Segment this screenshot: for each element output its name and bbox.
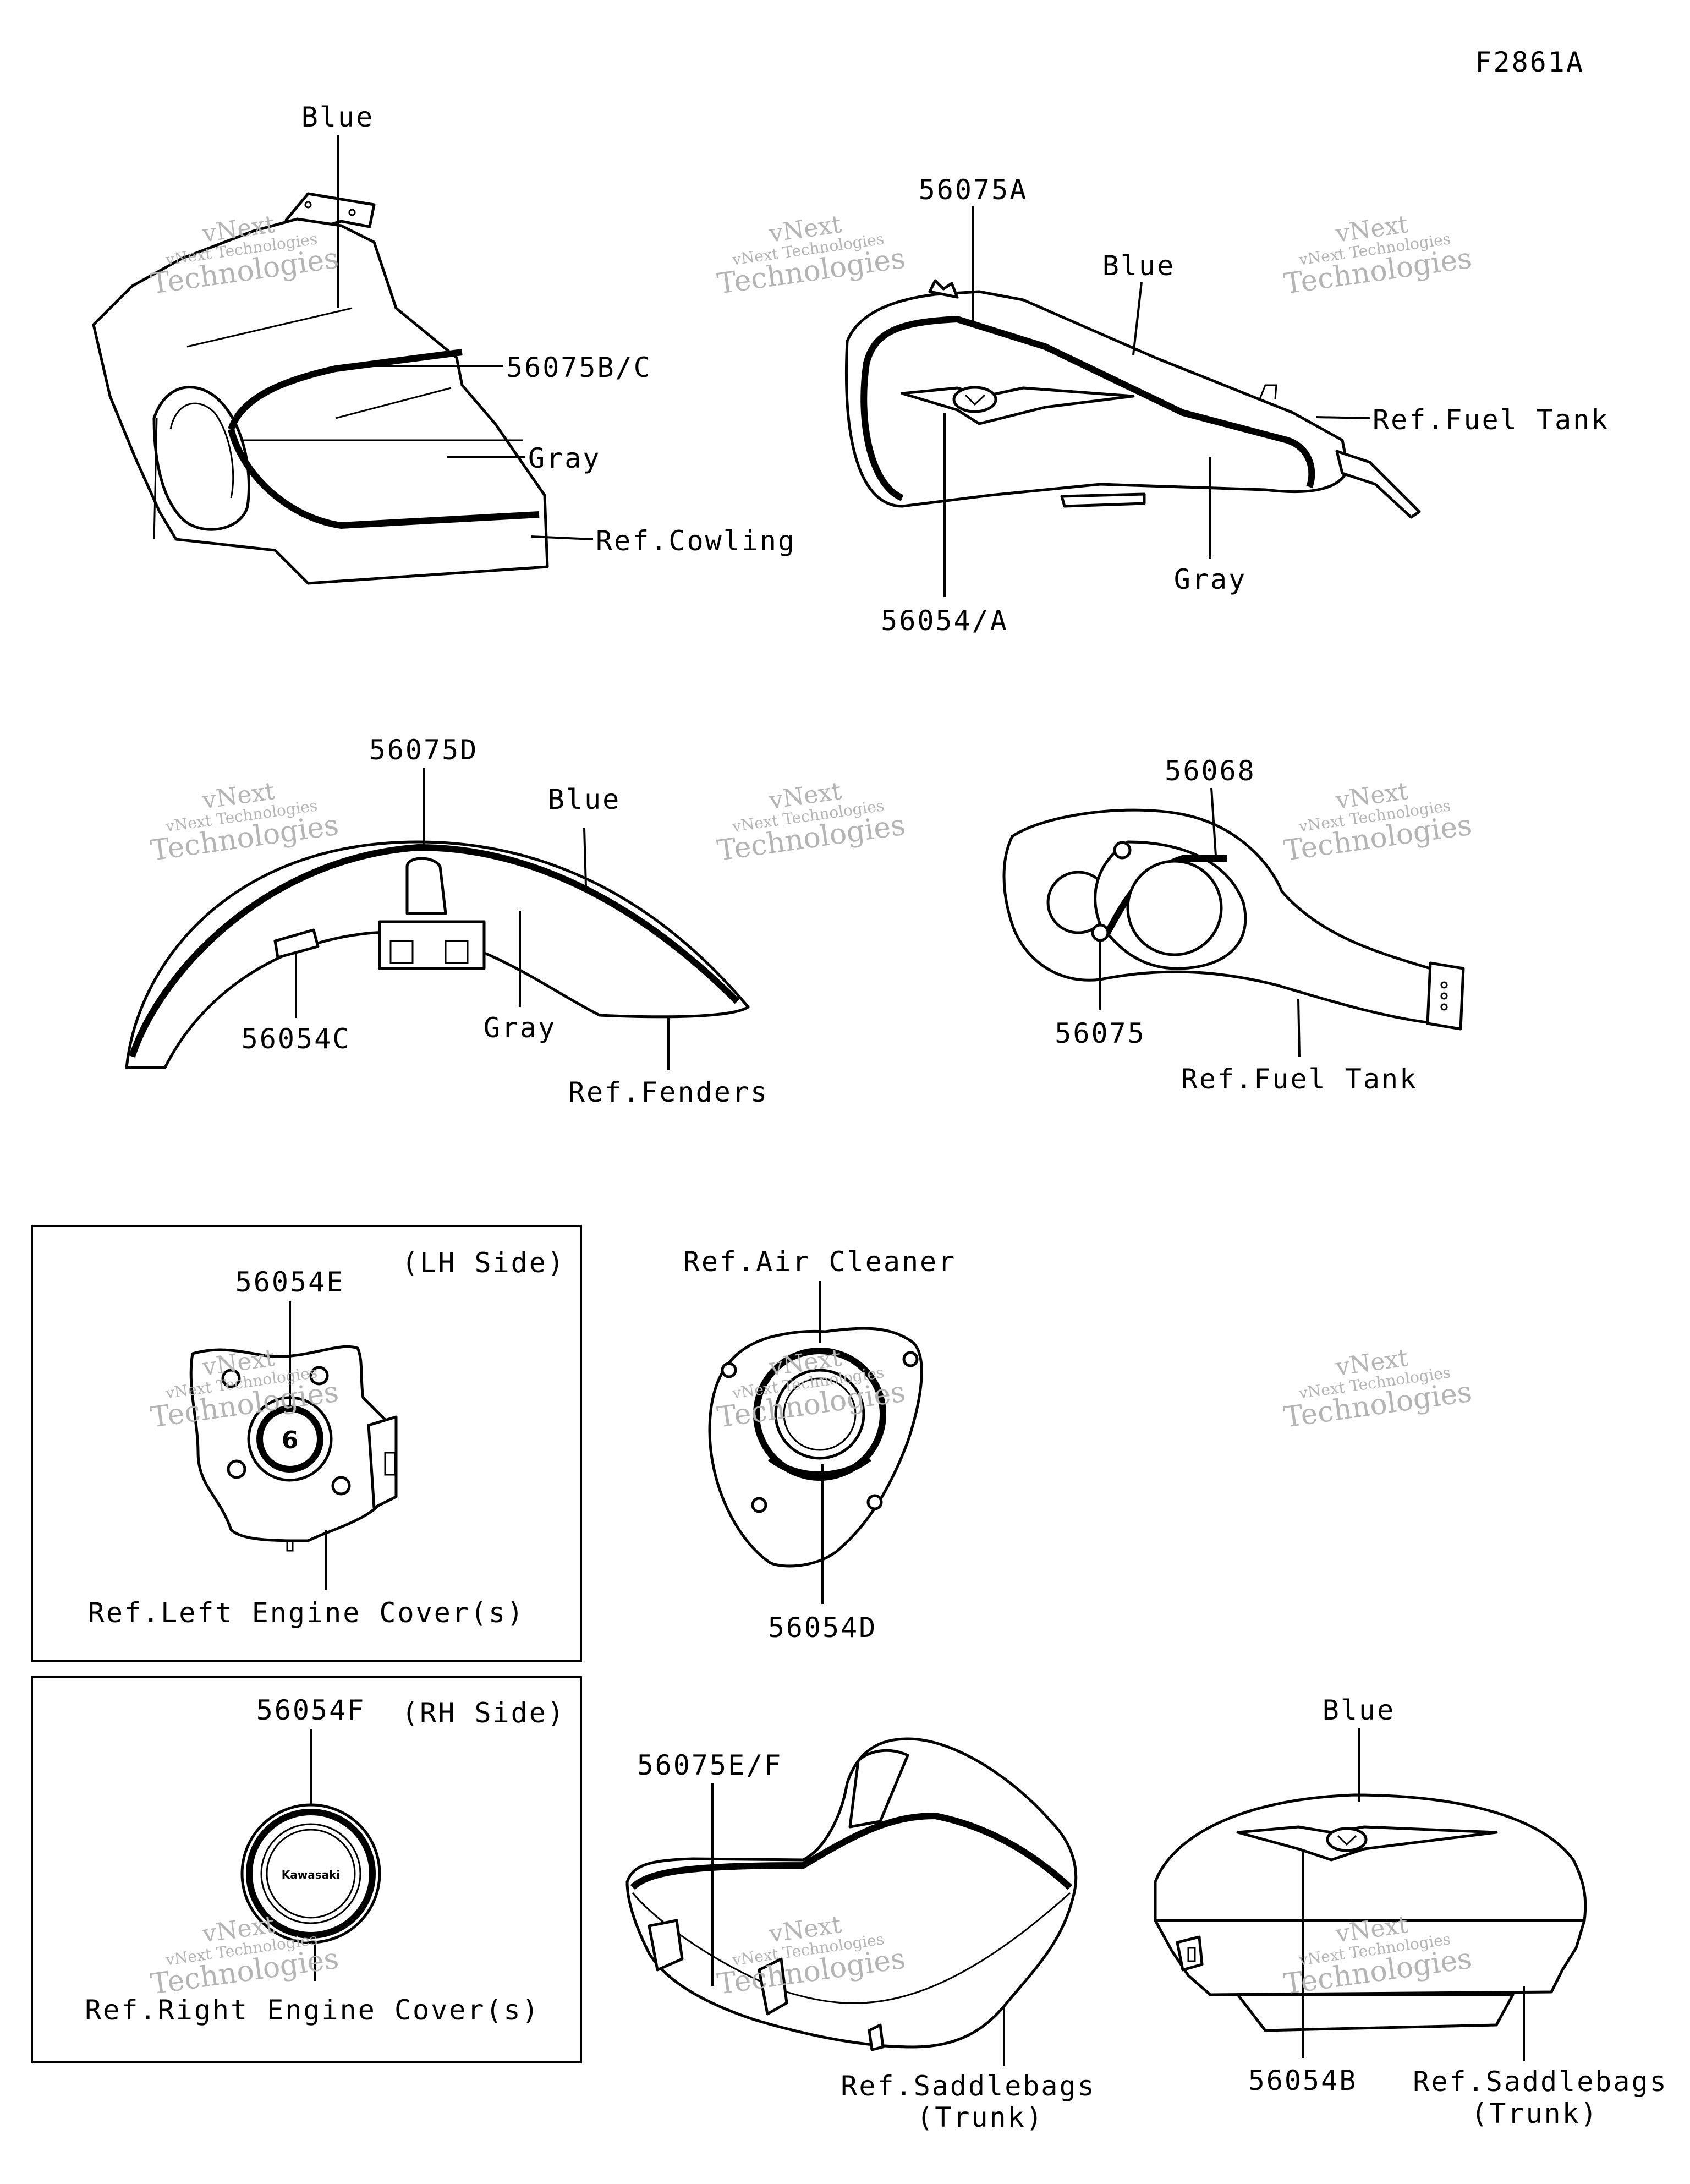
watermark: vNext vNext Technologies Technologies [1282,777,1474,868]
trunk-illustration [1154,1793,1587,2032]
watermark: vNext vNext Technologies Technologies [1282,1344,1474,1435]
tank-top-panel: 56068 56075 Ref.Fuel Tank [1002,755,1465,1095]
leader-line [1297,998,1301,1057]
cowling-illustration [92,192,549,585]
panel-border [31,1676,582,2063]
label-color-top: Blue [301,101,374,133]
label-ref-line1: Ref.Saddlebags [1413,2066,1667,2098]
leader-line [1315,416,1370,419]
tank-top-illustration [1002,808,1465,1031]
watermark: vNext vNext Technologies Technologies [1282,210,1474,301]
fender-illustration [125,840,750,1069]
fuel-tank-panel: 56075A Blue Ref.Fuel Tank Gray 56054/A [844,174,1609,637]
watermark: vNext vNext Technologies Technologies [149,777,341,868]
label-ref: Ref.Left Engine Cover(s) [88,1597,525,1629]
label-top-decal: 56068 [1165,755,1256,787]
label-color-top: Blue [1102,250,1175,282]
label-ref: Ref.Right Engine Cover(s) [85,1994,540,2026]
leader-line [583,828,587,886]
label-ref: Ref.Cowling [596,525,796,557]
leader-line [530,535,594,540]
left-engine-panel: 6 56054E (LH Side) Ref.Left Engine Cover… [31,1225,582,1662]
label-ref-line2: (Trunk) [1471,2098,1599,2130]
label-color-bottom: Gray [484,1012,556,1044]
label-color-top: Blue [548,784,621,815]
label-emblem: 56054/A [881,605,1008,637]
fender-panel: 56075D Blue 56054C Gray Ref.Fenders [125,734,769,1108]
label-ref: Ref.Fuel Tank [1373,404,1609,436]
label-emblem: 56054C [242,1023,351,1055]
air-cleaner-illustration [708,1327,923,1568]
label-color: Blue [1323,1694,1395,1726]
leader-line [1210,787,1217,856]
label-part: 56054F [256,1694,366,1726]
label-part: 56054E [235,1266,345,1298]
figure-id: F2861A [1475,46,1584,78]
panel-border [31,1225,582,1662]
label-side: (RH Side) [402,1697,566,1729]
trunk-panel: Blue 56054B Ref.Saddlebags (Trunk) [1154,1694,1667,2130]
cowling-panel: Blue 56075B/C Gray Ref.Cowling [92,101,796,585]
fuel-tank-illustration [844,279,1421,519]
label-color-bottom: Gray [1174,563,1247,595]
left-engine-illustration: 6 [189,1345,398,1552]
saddlebag-illustration [625,1737,1078,2051]
leader-line [1132,282,1143,355]
label-ref-line2: (Trunk) [917,2101,1044,2133]
air-cleaner-panel: Ref.Air Cleaner 56054D [683,1246,957,1644]
label-stripe: 56075B/C [506,352,652,384]
label-color-bottom: Gray [528,442,601,474]
label-stripe: 56075D [369,734,479,766]
watermark: vNext vNext Technologies Technologies [715,777,907,868]
label-side: (LH Side) [402,1247,566,1279]
label-emblem: 56054B [1248,2065,1358,2097]
watermark: vNext vNext Technologies Technologies [715,210,907,301]
label-part: 56054D [768,1612,877,1644]
saddlebag-panel: 56075E/F Ref.Saddlebags (Trunk) [625,1737,1095,2133]
label-bottom-decal: 56075 [1055,1017,1146,1049]
label-ref: Ref.Fuel Tank [1181,1063,1418,1095]
right-engine-panel: Kawasaki 56054F (RH Side) Ref.Right Engi… [31,1676,582,2063]
label-ref: Ref.Fenders [568,1076,769,1108]
label-part: 56075E/F [637,1749,783,1781]
right-engine-illustration: Kawasaki [240,1803,381,1944]
label-ref-line1: Ref.Saddlebags [841,2070,1095,2102]
badge-text: Kawasaki [282,1868,341,1881]
label-stripe: 56075A [919,174,1028,206]
svg-text:6: 6 [282,1426,299,1454]
label-ref: Ref.Air Cleaner [683,1246,957,1278]
